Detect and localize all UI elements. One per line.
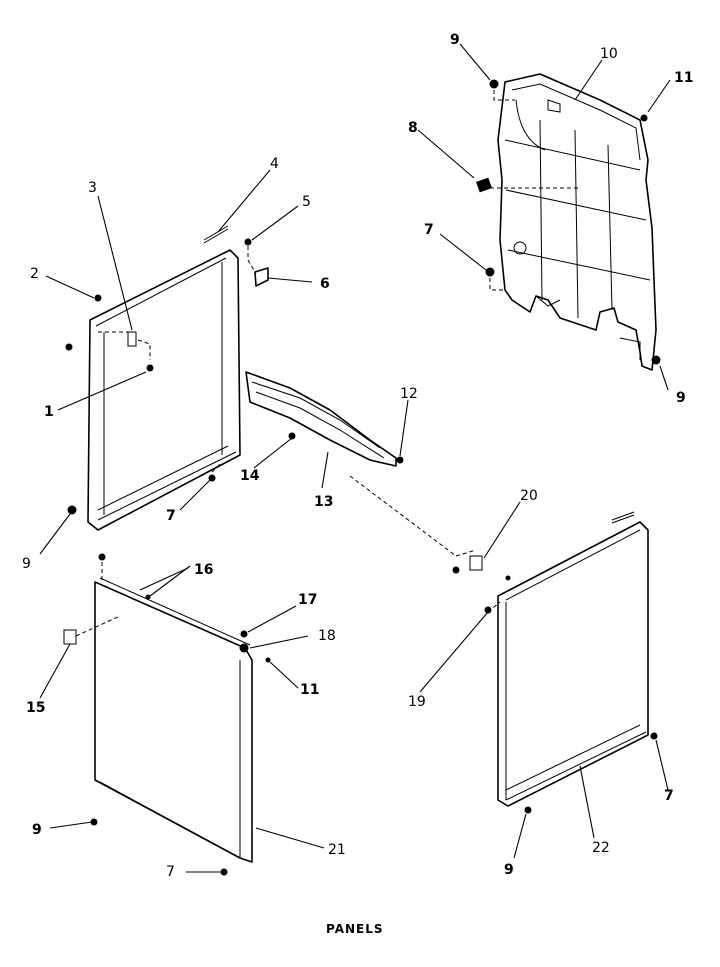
callout-11: 11 — [300, 682, 319, 698]
callout-22: 22 — [592, 840, 610, 856]
diagram-caption: PANELS — [326, 922, 384, 936]
front-panel — [94, 577, 253, 863]
callout-3: 3 — [88, 180, 97, 196]
callout-1: 1 — [44, 404, 54, 420]
callout-9: 9 — [676, 390, 686, 406]
callout-18: 18 — [318, 628, 336, 644]
callout-9: 9 — [32, 822, 42, 838]
callout-9: 9 — [450, 32, 460, 48]
callout-5: 5 — [302, 194, 311, 210]
callout-9: 9 — [504, 862, 514, 878]
callout-16: 16 — [194, 562, 213, 578]
leader-lines — [39, 43, 671, 873]
callout-6: 6 — [320, 276, 330, 292]
callout-7: 7 — [166, 508, 176, 524]
hardware — [63, 79, 661, 876]
callout-12: 12 — [400, 386, 418, 402]
alignment-lines — [75, 90, 580, 637]
callout-labels: 9 10 11 8 7 9 4 5 6 3 2 1 9 7 14 13 12 2… — [22, 32, 693, 880]
callout-14: 14 — [240, 468, 260, 484]
right-side-panel — [497, 521, 649, 807]
callout-7: 7 — [664, 788, 674, 804]
rear-panel — [497, 73, 657, 371]
callout-10: 10 — [600, 46, 618, 62]
callout-17: 17 — [298, 592, 317, 608]
callout-8: 8 — [408, 120, 418, 136]
callout-2: 2 — [30, 266, 39, 282]
callout-13: 13 — [314, 494, 333, 510]
callout-21: 21 — [328, 842, 346, 858]
left-side-panel — [87, 249, 241, 531]
callout-4: 4 — [270, 156, 279, 172]
callout-20: 20 — [520, 488, 538, 504]
callout-7: 7 — [166, 864, 175, 880]
callout-15: 15 — [26, 700, 45, 716]
center-bracket — [245, 371, 397, 467]
callout-9: 9 — [22, 556, 31, 572]
callout-11: 11 — [674, 70, 693, 86]
callout-19: 19 — [408, 694, 426, 710]
callout-7: 7 — [424, 222, 434, 238]
